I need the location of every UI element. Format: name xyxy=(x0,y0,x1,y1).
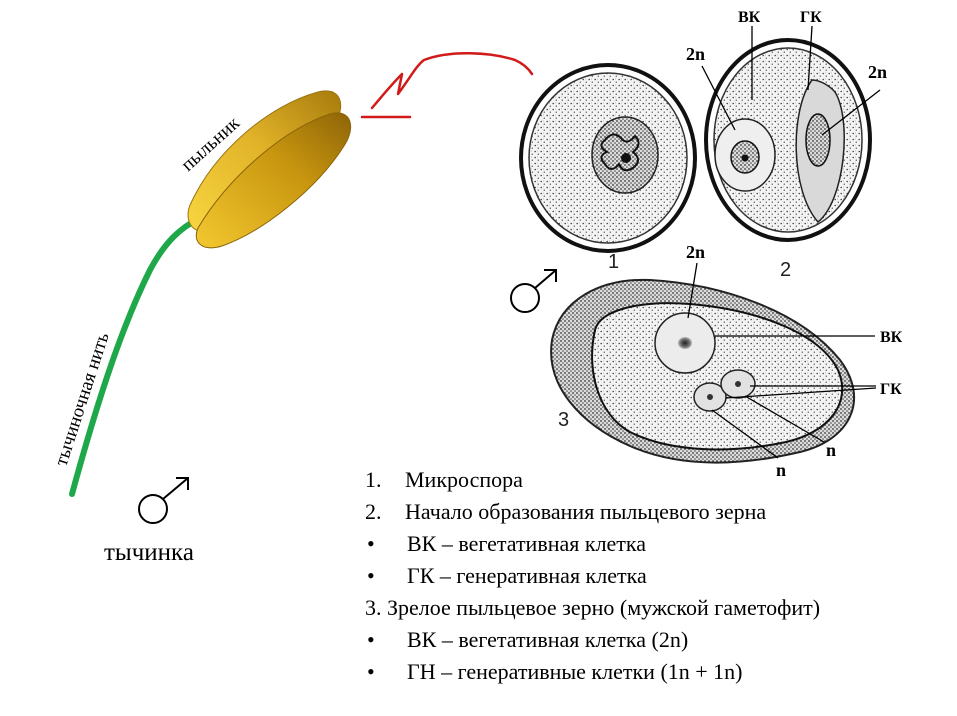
anther xyxy=(187,90,352,249)
diploid-leader-mature xyxy=(687,262,698,319)
haploid-leader-2 xyxy=(711,409,779,459)
filament xyxy=(69,215,203,497)
haploid-label-1: n xyxy=(826,440,836,460)
stage-3-label: 3 xyxy=(558,409,569,431)
legend-item: •ГН – генеративные клетки (1n + 1n) xyxy=(367,659,743,684)
stamen-label: тычинка xyxy=(104,539,194,566)
legend-item: •ВК – вегетативная клетка (2n) xyxy=(367,627,689,652)
stage-1-label: 1 xyxy=(608,251,619,273)
stage-2-label: 2 xyxy=(780,259,791,281)
pointer-arrow xyxy=(360,52,534,119)
legend-item: 3. Зрелое пыльцевое зерно (мужской гамет… xyxy=(365,595,821,620)
diploid-leader-right xyxy=(821,89,881,136)
gk-leader-mature-2 xyxy=(725,387,877,399)
stamen-illustration: пыльник тычиночная нить xyxy=(51,90,352,497)
diploid-label-mature: 2n xyxy=(686,242,705,262)
legend: 1.Микроспора 2.Начало образования пыльце… xyxy=(365,464,955,688)
male-symbol-icon xyxy=(510,269,557,313)
legend-item: 2.Начало образования пыльцевого зерна xyxy=(365,499,767,524)
diploid-leader-left xyxy=(701,65,736,131)
diploid-label-right: 2n xyxy=(868,62,887,82)
legend-item: 1.Микроспора xyxy=(365,467,523,492)
vk-label-top: ВК xyxy=(738,9,761,26)
haploid-leader-1 xyxy=(744,395,825,443)
microspore: 1 xyxy=(519,63,697,273)
diploid-label-left: 2n xyxy=(686,44,705,64)
young-pollen-grain: 2 xyxy=(704,38,872,281)
gk-label-top: ГК xyxy=(800,9,822,26)
legend-item: •ГК – генеративная клетка xyxy=(367,563,647,588)
mature-pollen-grain: 3 xyxy=(550,278,856,464)
haploid-label-2: n xyxy=(776,460,786,480)
legend-item: •ВК – вегетативная клетка xyxy=(367,531,647,556)
vk-label-mature: ВК xyxy=(880,329,903,346)
gk-label-mature: ГК xyxy=(880,381,902,398)
male-symbol-icon xyxy=(138,477,189,524)
gk-leader-top xyxy=(807,25,813,91)
